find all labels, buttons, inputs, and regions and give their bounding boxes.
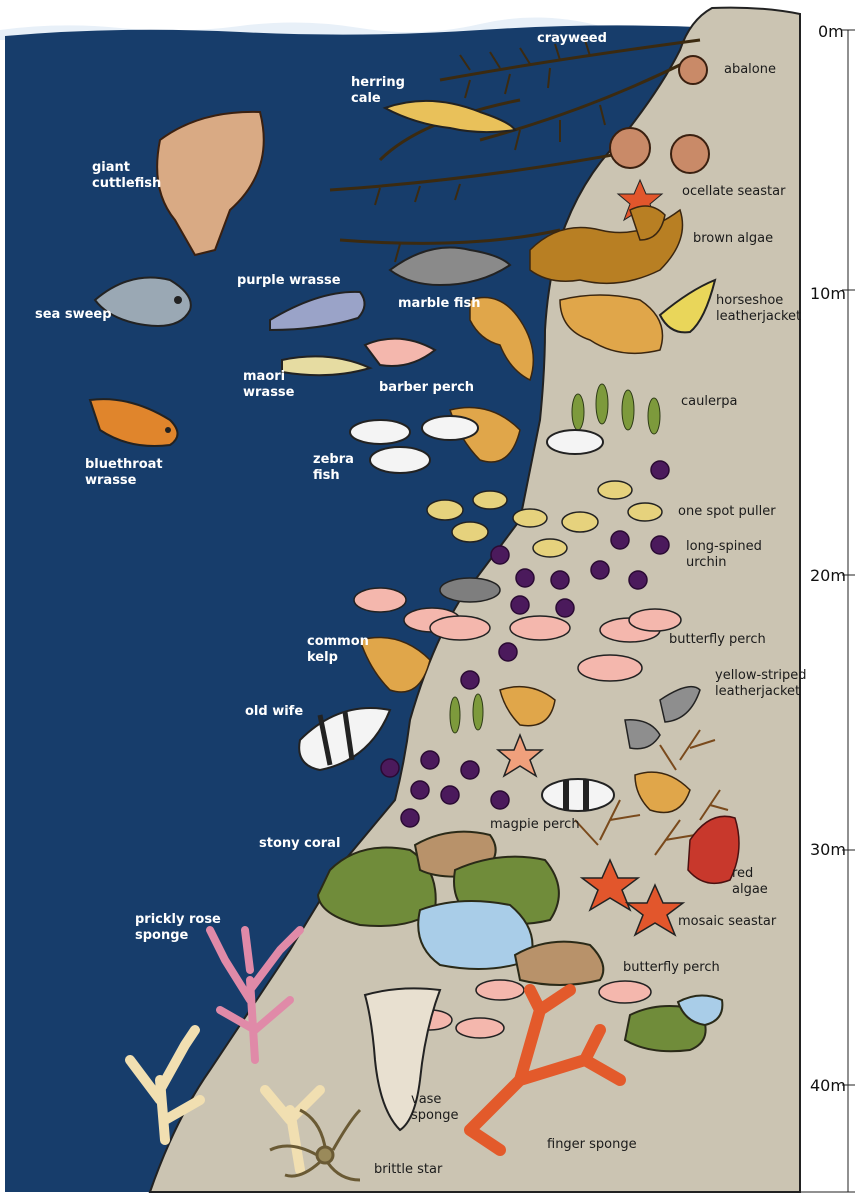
label-herring-cale: herring cale: [351, 75, 405, 107]
label-bluethroat-wrasse: bluethroat wrasse: [85, 457, 163, 489]
grey-fish: [440, 578, 500, 602]
depth-label-10m: 10m: [810, 284, 846, 303]
label-butterfly-perch-2: butterfly perch: [623, 960, 720, 976]
label-purple-wrasse: purple wrasse: [237, 273, 341, 289]
label-vase-sponge: vase sponge: [411, 1092, 458, 1124]
label-mosaic-seastar: mosaic seastar: [678, 914, 776, 930]
label-sea-sweep: sea sweep: [35, 307, 112, 323]
label-brittle-star: brittle star: [374, 1162, 442, 1178]
label-abalone: abalone: [724, 62, 776, 78]
label-giant-cuttlefish: giant cuttlefish: [92, 160, 161, 192]
label-magpie-perch: magpie perch: [490, 817, 580, 833]
label-common-kelp: common kelp: [307, 634, 369, 666]
magpie-perch-fish: [542, 779, 614, 811]
label-crayweed: crayweed: [537, 31, 607, 47]
label-old-wife: old wife: [245, 704, 303, 720]
label-ocellate-seastar: ocellate seastar: [682, 184, 785, 200]
label-yellow-striped-leatherjacket: yellow-striped leatherjacket: [715, 668, 807, 700]
depth-label-20m: 20m: [810, 566, 846, 585]
label-maori-wrasse: maori wrasse: [243, 369, 295, 401]
label-stony-coral: stony coral: [259, 836, 340, 852]
depth-label-30m: 30m: [810, 840, 846, 859]
label-one-spot-puller: one spot puller: [678, 504, 776, 520]
label-caulerpa: caulerpa: [681, 394, 738, 410]
label-red-algae: red algae: [732, 866, 768, 898]
label-zebra-fish: zebra fish: [313, 452, 354, 484]
depth-label-0m: 0m: [818, 22, 844, 41]
label-barber-perch: barber perch: [379, 380, 474, 396]
label-marble-fish: marble fish: [398, 296, 480, 312]
label-finger-sponge: finger sponge: [547, 1137, 637, 1153]
depth-label-40m: 40m: [810, 1076, 846, 1095]
label-prickly-rose-sponge: prickly rose sponge: [135, 912, 221, 944]
label-long-spined-urchin: long-spined urchin: [686, 539, 762, 571]
label-butterfly-perch-1: butterfly perch: [669, 632, 766, 648]
label-horseshoe-leatherjacket: horseshoe leatherjacket: [716, 293, 801, 325]
label-brown-algae: brown algae: [693, 231, 773, 247]
